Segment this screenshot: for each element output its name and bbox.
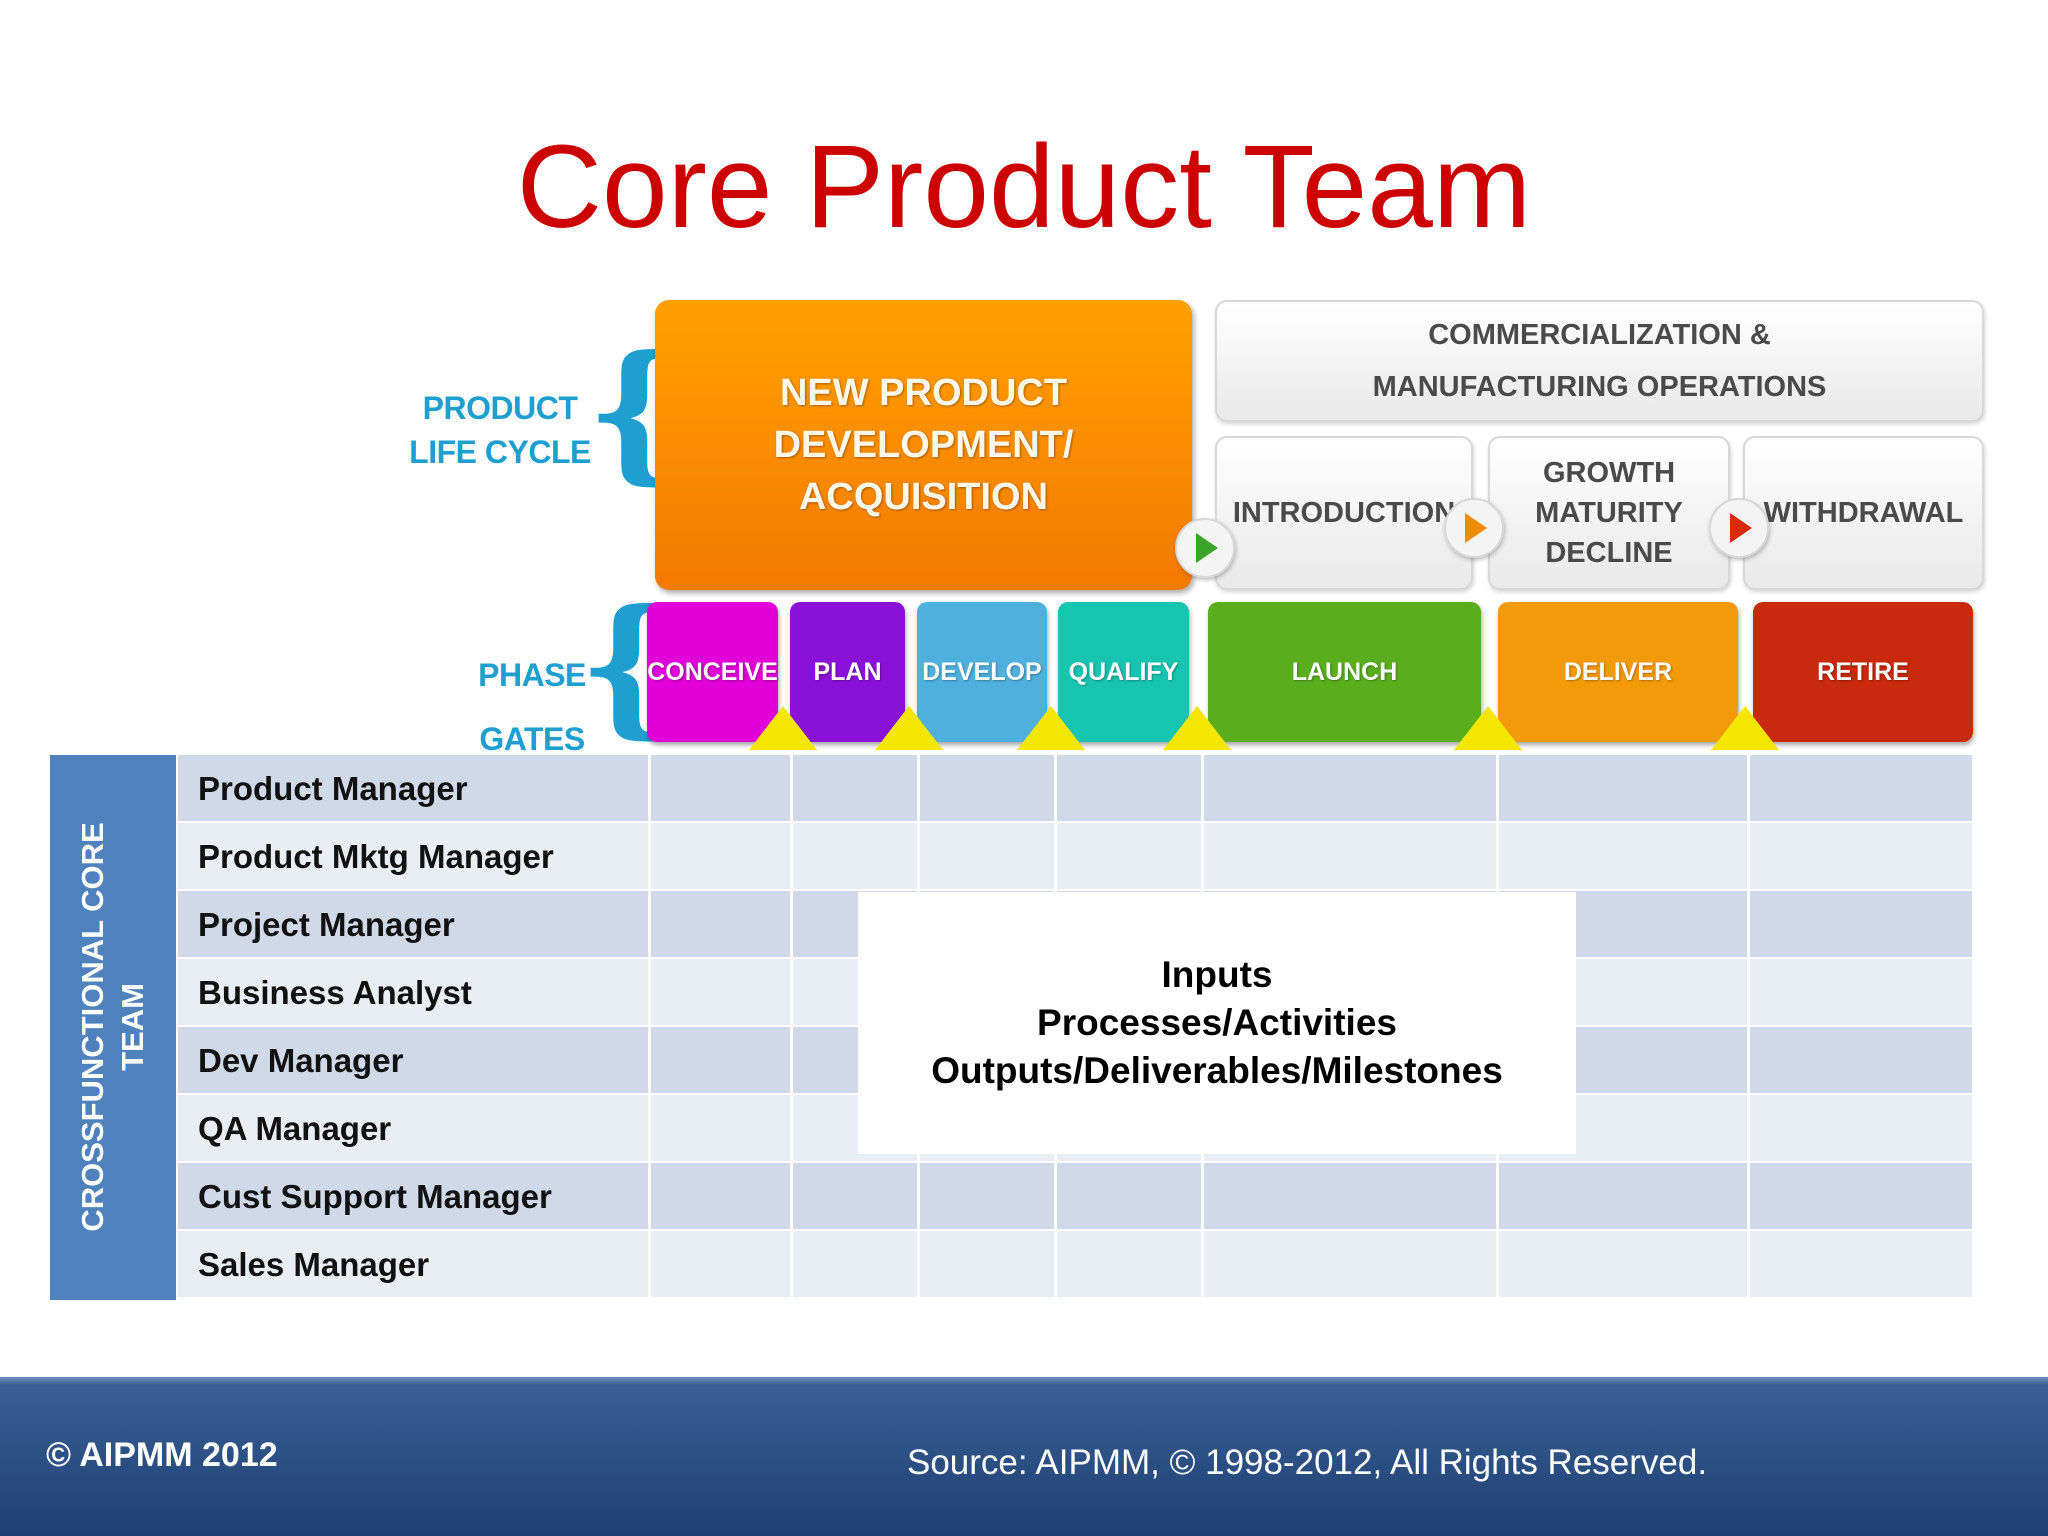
phase-gates-label-line1: PHASE bbox=[478, 657, 586, 693]
table-row bbox=[178, 1231, 1972, 1297]
table-row bbox=[178, 755, 1972, 821]
phase-launch: LAUNCH bbox=[1208, 602, 1481, 742]
info-line-outputs: Outputs/Deliverables/Milestones bbox=[931, 1050, 1503, 1091]
footer-copyright: © AIPMM 2012 bbox=[46, 1436, 278, 1474]
gate-marker bbox=[1454, 706, 1522, 750]
stage-withdrawal: WITHDRAWAL bbox=[1743, 436, 1984, 590]
product-life-cycle-label: PRODUCT LIFE CYCLE bbox=[405, 386, 595, 474]
phase-retire: RETIRE bbox=[1753, 602, 1973, 742]
crossfunctional-team-sidebar bbox=[50, 755, 176, 1300]
table-row bbox=[178, 823, 1972, 889]
play-arrow-icon bbox=[1730, 513, 1752, 543]
footer-source: Source: AIPMM, © 1998-2012, All Rights R… bbox=[907, 1443, 1708, 1482]
stage-growth-maturity-decline: GROWTH MATURITY DECLINE bbox=[1488, 436, 1730, 590]
table-row bbox=[178, 1163, 1972, 1229]
role-product-manager: Product Manager bbox=[198, 770, 468, 807]
stage-maturity-label: MATURITY bbox=[1535, 497, 1683, 529]
crossfunctional-team-label-line2: TEAM bbox=[115, 983, 150, 1071]
phase-gates-label: PHASE GATES bbox=[470, 643, 594, 771]
new-product-development-box: NEW PRODUCT DEVELOPMENT/ ACQUISITION bbox=[655, 300, 1192, 590]
role-product-mktg-manager: Product Mktg Manager bbox=[198, 838, 554, 875]
role-sales-manager: Sales Manager bbox=[198, 1246, 430, 1283]
commercialization-line1: COMMERCIALIZATION & bbox=[1428, 319, 1771, 351]
arrow-circle-orange bbox=[1444, 498, 1504, 558]
crossfunctional-team-label: CROSSFUNCTIONAL CORE TEAM bbox=[73, 755, 153, 1300]
phase-launch-label: LAUNCH bbox=[1291, 657, 1398, 686]
footer-bar bbox=[0, 1377, 2048, 1536]
role-project-manager: Project Manager bbox=[198, 906, 455, 943]
phase-plan-label: PLAN bbox=[813, 657, 882, 686]
stage-decline-label: DECLINE bbox=[1545, 537, 1673, 569]
role-cust-support-manager: Cust Support Manager bbox=[198, 1178, 552, 1215]
phase-retire-label: RETIRE bbox=[1817, 657, 1909, 686]
gate-marker bbox=[1163, 706, 1231, 750]
inputs-processes-outputs-box: Inputs Processes/Activities Outputs/Deli… bbox=[858, 892, 1576, 1154]
npd-line2: DEVELOPMENT/ bbox=[773, 424, 1074, 466]
crossfunctional-team-label-line1: CROSSFUNCTIONAL CORE bbox=[75, 822, 110, 1232]
product-life-cycle-label-line2: LIFE CYCLE bbox=[409, 434, 591, 470]
arrow-circle-green bbox=[1175, 518, 1235, 578]
role-dev-manager: Dev Manager bbox=[198, 1042, 404, 1079]
role-qa-manager: QA Manager bbox=[198, 1110, 392, 1147]
phase-develop-label: DEVELOP bbox=[922, 657, 1042, 686]
npd-line3: ACQUISITION bbox=[798, 476, 1049, 518]
phase-deliver: DELIVER bbox=[1498, 602, 1738, 742]
gate-marker bbox=[1711, 706, 1779, 750]
stage-growth-label: GROWTH bbox=[1542, 457, 1676, 489]
column-divider bbox=[790, 755, 793, 1300]
commercialization-line2: MANUFACTURING OPERATIONS bbox=[1372, 371, 1827, 403]
stage-introduction: INTRODUCTION bbox=[1215, 436, 1473, 590]
npd-line1: NEW PRODUCT bbox=[779, 372, 1068, 414]
gate-marker bbox=[749, 706, 817, 750]
arrow-circle-red bbox=[1709, 498, 1769, 558]
info-line-processes: Processes/Activities bbox=[1037, 1002, 1397, 1043]
product-life-cycle-label-line1: PRODUCT bbox=[422, 390, 578, 426]
column-divider bbox=[1747, 755, 1750, 1300]
phase-deliver-label: DELIVER bbox=[1563, 657, 1673, 686]
phase-gates-label-line2: GATES bbox=[479, 721, 585, 757]
role-business-analyst: Business Analyst bbox=[198, 974, 472, 1011]
gate-marker bbox=[1017, 706, 1085, 750]
phase-conceive-label: CONCEIVE bbox=[647, 657, 778, 686]
column-divider bbox=[648, 755, 651, 1300]
play-arrow-icon bbox=[1465, 513, 1487, 543]
stage-introduction-label: INTRODUCTION bbox=[1232, 496, 1456, 529]
commercialization-box: COMMERCIALIZATION & MANUFACTURING OPERAT… bbox=[1215, 300, 1984, 422]
info-line-inputs: Inputs bbox=[1161, 954, 1273, 995]
phase-qualify-label: QUALIFY bbox=[1068, 657, 1179, 686]
play-arrow-icon bbox=[1196, 533, 1218, 563]
stage-withdrawal-label: WITHDRAWAL bbox=[1763, 496, 1964, 529]
slide-title: Core Product Team bbox=[516, 121, 1532, 253]
gate-marker bbox=[875, 706, 943, 750]
